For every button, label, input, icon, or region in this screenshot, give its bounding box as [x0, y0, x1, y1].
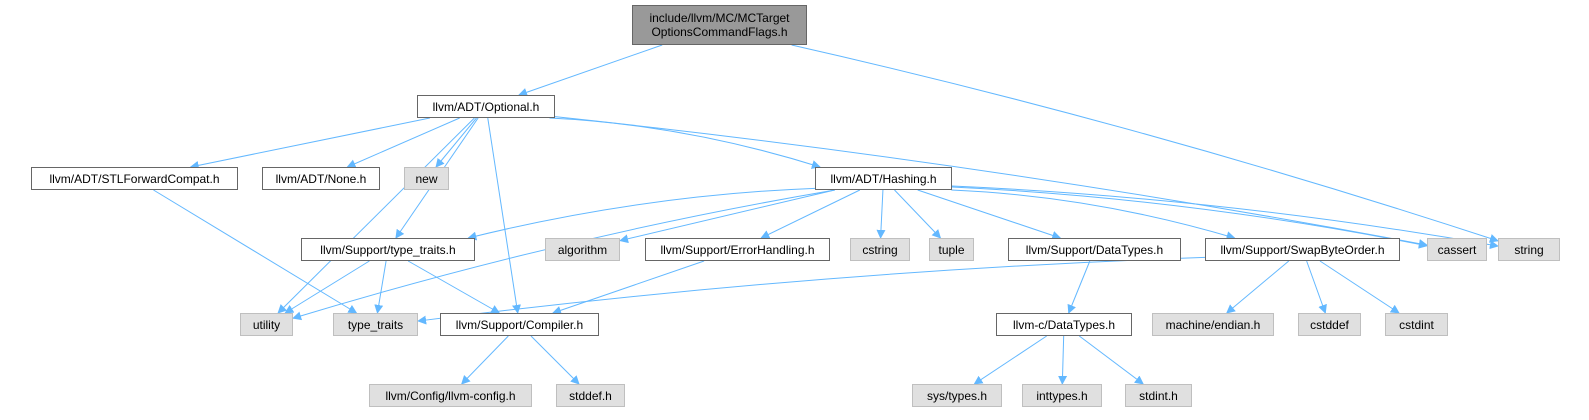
node-endian: machine/endian.h	[1152, 313, 1274, 336]
edge-hashing-to-tuple	[894, 189, 942, 239]
node-llvmconfig: llvm/Config/llvm-config.h	[369, 384, 532, 407]
edge-hashing-to-algorithm	[619, 189, 835, 244]
node-label: new	[415, 171, 438, 186]
node-label: cassert	[1437, 242, 1477, 257]
node-cassert: cassert	[1427, 238, 1487, 261]
node-label: llvm/ADT/Hashing.h	[830, 171, 937, 186]
node-datatypes[interactable]: llvm/Support/DataTypes.h	[1008, 238, 1181, 261]
edge-stlfwd-to-type_traits	[153, 189, 358, 314]
edge-c_datatypes-to-inttypes	[1058, 335, 1068, 385]
node-inttypes: inttypes.h	[1022, 384, 1102, 407]
node-label: inttypes.h	[1036, 388, 1088, 403]
edge-optional-to-new	[435, 117, 477, 168]
edge-optional-to-none	[346, 117, 460, 168]
node-label: llvm-c/DataTypes.h	[1012, 317, 1116, 332]
edge-hashing-to-cstring	[876, 189, 886, 239]
edge-hashing-to-swapbyteorder	[951, 189, 1236, 241]
edge-errorhandling-to-compiler	[552, 260, 705, 315]
edge-swapbyteorder-to-cstddef	[1306, 260, 1327, 314]
node-stlfwd[interactable]: llvm/ADT/STLForwardCompat.h	[31, 167, 238, 190]
node-label: algorithm	[557, 242, 608, 257]
node-swapbyteorder[interactable]: llvm/Support/SwapByteOrder.h	[1205, 238, 1400, 261]
node-root[interactable]: include/llvm/MC/MCTarget OptionsCommandF…	[632, 5, 807, 45]
node-stddef: stddef.h	[556, 384, 625, 407]
edge-typetraits_h-to-type_traits	[374, 260, 387, 314]
edge-c_datatypes-to-stdint	[1079, 335, 1144, 385]
node-optional[interactable]: llvm/ADT/Optional.h	[417, 95, 555, 118]
edge-root-to-string	[791, 44, 1499, 243]
edge-c_datatypes-to-systypes	[973, 335, 1047, 385]
node-compiler[interactable]: llvm/Support/Compiler.h	[440, 313, 599, 336]
node-label: sys/types.h	[926, 388, 988, 403]
node-label: llvm/Support/SwapByteOrder.h	[1220, 242, 1385, 257]
node-label: llvm/Support/type_traits.h	[320, 242, 456, 257]
edge-swapbyteorder-to-cstdint	[1319, 260, 1400, 314]
node-label: utility	[252, 317, 281, 332]
edge-hashing-to-string	[951, 185, 1499, 250]
node-label: include/llvm/MC/MCTarget OptionsCommandF…	[649, 11, 790, 39]
node-label: llvm/ADT/STLForwardCompat.h	[49, 171, 220, 186]
node-label: cstdint	[1399, 317, 1434, 332]
node-cstdint: cstdint	[1385, 313, 1448, 336]
edge-swapbyteorder-to-type_traits	[417, 256, 1206, 325]
node-label: cstring	[862, 242, 898, 257]
node-label: string	[1514, 242, 1544, 257]
edge-hashing-to-datatypes	[917, 189, 1062, 240]
edge-compiler-to-llvmconfig	[461, 335, 509, 385]
node-label: stddef.h	[569, 388, 612, 403]
node-type_traits: type_traits	[333, 313, 418, 336]
edge-optional-to-utility	[277, 117, 475, 314]
edge-typetraits_h-to-utility	[284, 260, 370, 314]
node-label: llvm/Support/Compiler.h	[455, 317, 584, 332]
node-string: string	[1498, 238, 1560, 261]
node-typetraits_h[interactable]: llvm/Support/type_traits.h	[301, 238, 475, 261]
node-none[interactable]: llvm/ADT/None.h	[262, 167, 380, 190]
node-c_datatypes[interactable]: llvm-c/DataTypes.h	[996, 313, 1132, 336]
node-tuple: tuple	[929, 238, 974, 261]
node-label: tuple	[938, 242, 965, 257]
node-label: llvm/ADT/None.h	[275, 171, 367, 186]
node-label: llvm/ADT/Optional.h	[432, 99, 540, 114]
node-label: cstddef	[1310, 317, 1349, 332]
edge-optional-to-compiler	[487, 117, 521, 314]
node-stdint: stdint.h	[1125, 384, 1192, 407]
node-cstddef: cstddef	[1298, 313, 1361, 336]
edge-optional-to-stlfwd	[189, 117, 430, 170]
node-algorithm: algorithm	[545, 238, 620, 261]
node-new: new	[404, 167, 449, 190]
node-errorhandling[interactable]: llvm/Support/ErrorHandling.h	[645, 238, 830, 261]
edge-hashing-to-errorhandling	[760, 189, 861, 239]
edge-typetraits_h-to-compiler	[407, 260, 501, 314]
edge-datatypes-to-c_datatypes	[1067, 260, 1091, 314]
edge-hashing-to-typetraits_h	[467, 187, 816, 241]
node-label: type_traits	[347, 317, 404, 332]
node-label: llvm/Support/ErrorHandling.h	[660, 242, 815, 257]
edge-hashing-to-cassert	[951, 186, 1428, 249]
node-cstring: cstring	[850, 238, 910, 261]
node-label: stdint.h	[1139, 388, 1178, 403]
node-hashing[interactable]: llvm/ADT/Hashing.h	[815, 167, 952, 190]
node-label: machine/endian.h	[1165, 317, 1261, 332]
edge-root-to-optional	[518, 44, 663, 97]
node-utility: utility	[240, 313, 293, 336]
edge-compiler-to-stddef	[530, 335, 580, 385]
node-label: llvm/Config/llvm-config.h	[385, 388, 516, 403]
node-label: llvm/Support/DataTypes.h	[1025, 242, 1164, 257]
edge-swapbyteorder-to-endian	[1226, 260, 1290, 314]
edge-optional-to-cassert	[554, 116, 1428, 249]
node-systypes: sys/types.h	[912, 384, 1002, 407]
